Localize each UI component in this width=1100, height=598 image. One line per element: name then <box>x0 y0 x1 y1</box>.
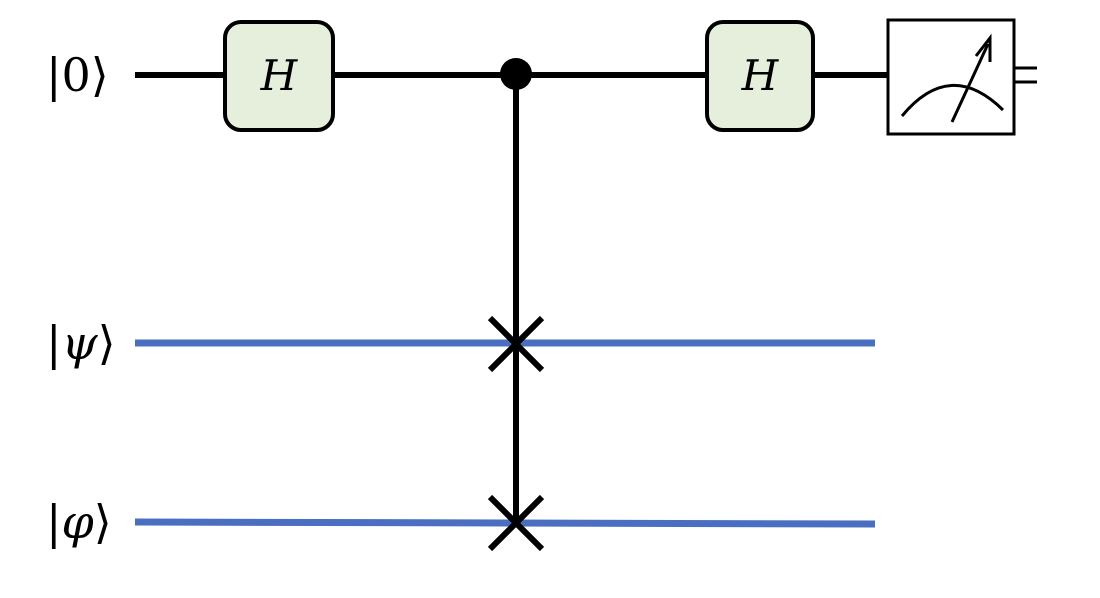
ket-label-0: |0⟩ <box>46 48 109 102</box>
hadamard-gate-2: H <box>705 20 815 132</box>
ket-label-psi: |ψ⟩ <box>46 316 116 370</box>
hadamard-gate-1: H <box>223 20 335 132</box>
control-dot <box>500 58 532 90</box>
qubit-wire-phi <box>134 518 876 528</box>
hadamard-gate-box <box>705 20 815 132</box>
hadamard-gate-box <box>223 20 335 132</box>
swap-target-phi <box>487 494 545 552</box>
ket-label-phi: |φ⟩ <box>46 495 112 549</box>
hadamard-gate-label: H <box>741 51 780 100</box>
meter-arc-icon <box>900 84 1005 117</box>
meter-needle-arrowhead-icon <box>974 33 992 62</box>
swap-target-psi <box>487 315 545 373</box>
controlled-swap-gate <box>487 58 545 552</box>
meter-needle-icon <box>950 43 990 123</box>
measurement-gate <box>886 18 1037 136</box>
measurement-box <box>886 18 1016 136</box>
hadamard-gate-label: H <box>260 51 299 100</box>
